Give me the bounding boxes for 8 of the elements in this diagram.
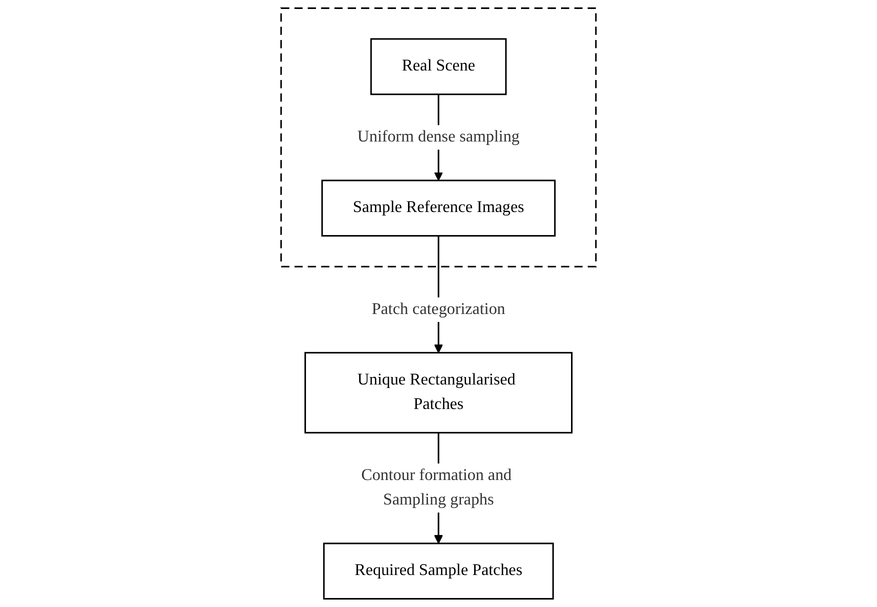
node-box: Sample Reference Images bbox=[321, 180, 556, 237]
cluster bbox=[280, 7, 597, 268]
node-box: Unique Rectangularised Patches bbox=[304, 352, 573, 434]
node-box: Real Scene bbox=[370, 38, 507, 96]
edge-label: Contour formation and Sampling graphs bbox=[361, 466, 512, 509]
node-box: Required Sample Patches bbox=[323, 542, 554, 600]
edge-label: Patch categorization bbox=[372, 300, 506, 318]
edge-label: Uniform dense sampling bbox=[357, 128, 520, 146]
